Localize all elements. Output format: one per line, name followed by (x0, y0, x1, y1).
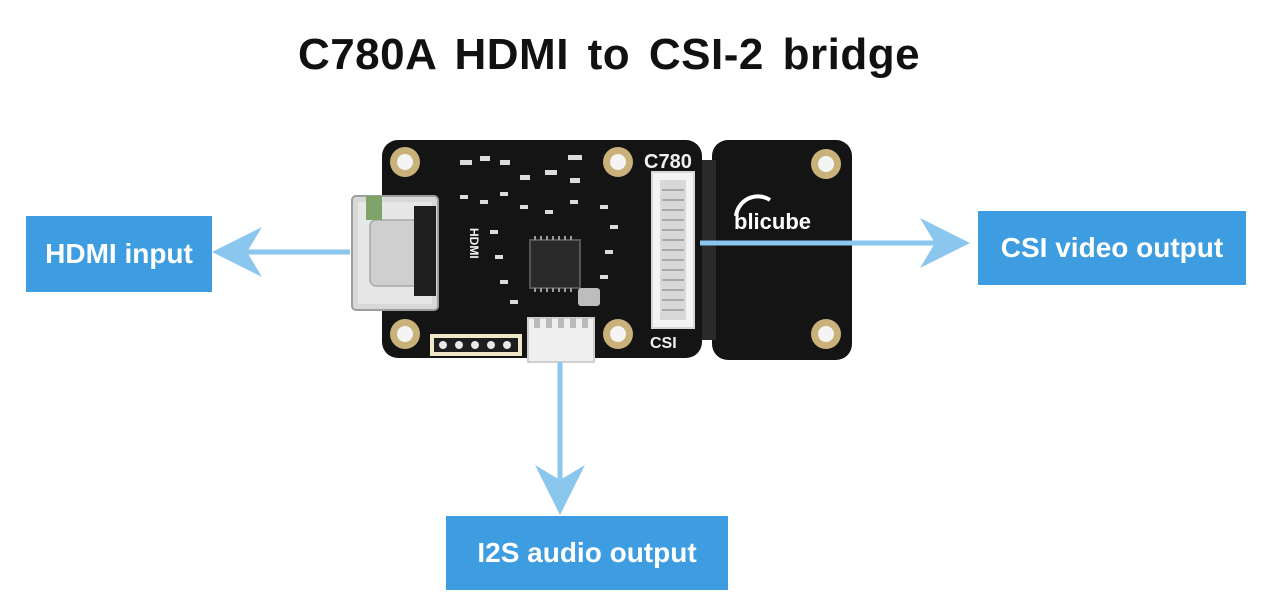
audio-connector (527, 317, 595, 363)
i2s-output-label: I2S audio output (446, 516, 728, 590)
mounting-hole-icon (811, 149, 841, 349)
diagram-title: C780A HDMI to CSI-2 bridge (297, 30, 921, 79)
mounting-hole-icon (390, 147, 633, 349)
board-csi-label: CSI (650, 335, 677, 352)
board-model-label: C780 (644, 151, 692, 173)
bridge-chip (529, 239, 581, 289)
csi-connector (651, 171, 695, 329)
pin-header (430, 334, 522, 356)
main-pcb: C780 CSI HDMI (382, 140, 702, 363)
board-hdmi-silk: HDMI (467, 228, 481, 259)
adapter-module: blicube (702, 140, 852, 360)
hdmi-connector (351, 195, 439, 311)
hdmi-input-label: HDMI input (26, 216, 212, 292)
blicube-logo: blicube (734, 209, 811, 234)
csi-output-label: CSI video output (978, 211, 1246, 285)
